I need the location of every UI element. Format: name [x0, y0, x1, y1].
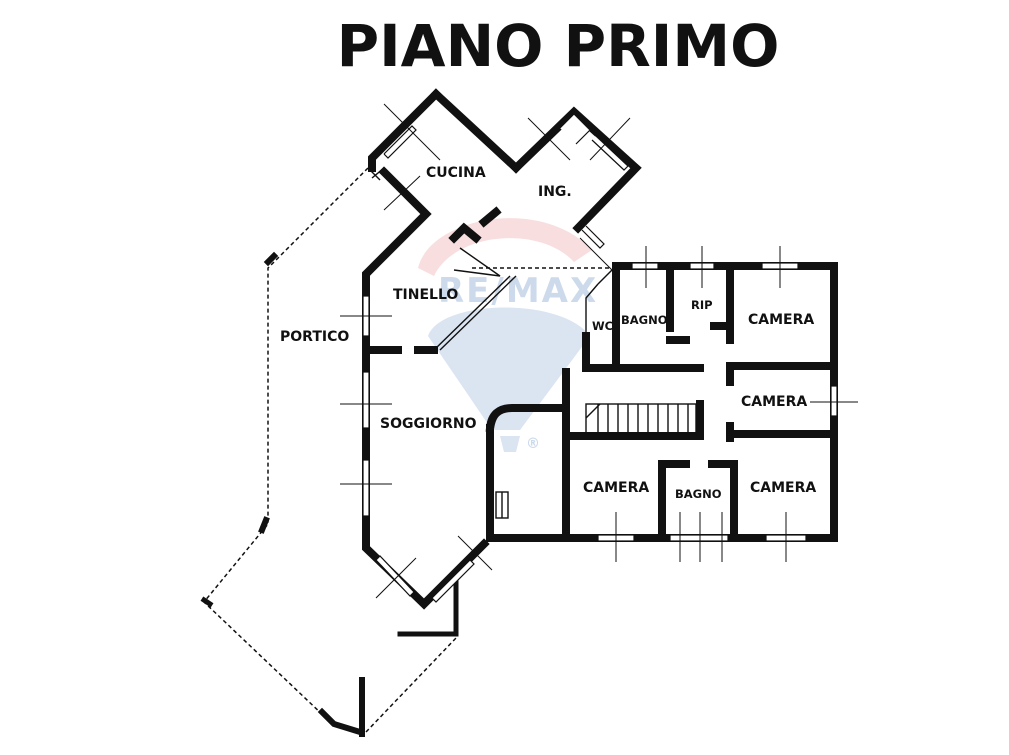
room-label-ripostiglio: RIP [691, 298, 713, 312]
room-label-soggiorno: SOGGIORNO [380, 416, 477, 432]
plan-title: PIANO PRIMO [337, 12, 780, 80]
room-label-camera-bottom-right: CAMERA [750, 480, 816, 496]
room-label-camera-mid-right: CAMERA [741, 394, 807, 410]
window-markers [340, 103, 631, 599]
room-label-camera-top-right: CAMERA [748, 312, 814, 328]
watermark-registered: ® [526, 436, 542, 452]
room-label-wc: WC [592, 319, 613, 333]
room-label-portico: PORTICO [280, 329, 349, 345]
room-label-bagno-top: BAGNO [621, 313, 668, 327]
room-label-cucina: CUCINA [426, 165, 486, 181]
right-wing-walls [472, 262, 838, 542]
room-label-bagno-bottom: BAGNO [675, 487, 722, 501]
right-wing-windows [597, 246, 858, 562]
left-wing-walls [362, 88, 642, 610]
stairs-icon [585, 403, 697, 435]
watermark-brand: RE/MAX [438, 271, 598, 311]
left-wing-windows [362, 113, 629, 603]
fixture-cabinet [495, 491, 509, 519]
room-label-camera-bottom-left: CAMERA [583, 480, 649, 496]
room-label-ingresso: ING. [538, 184, 572, 200]
portico-outline [200, 167, 459, 737]
room-label-tinello: TINELLO [393, 287, 458, 303]
